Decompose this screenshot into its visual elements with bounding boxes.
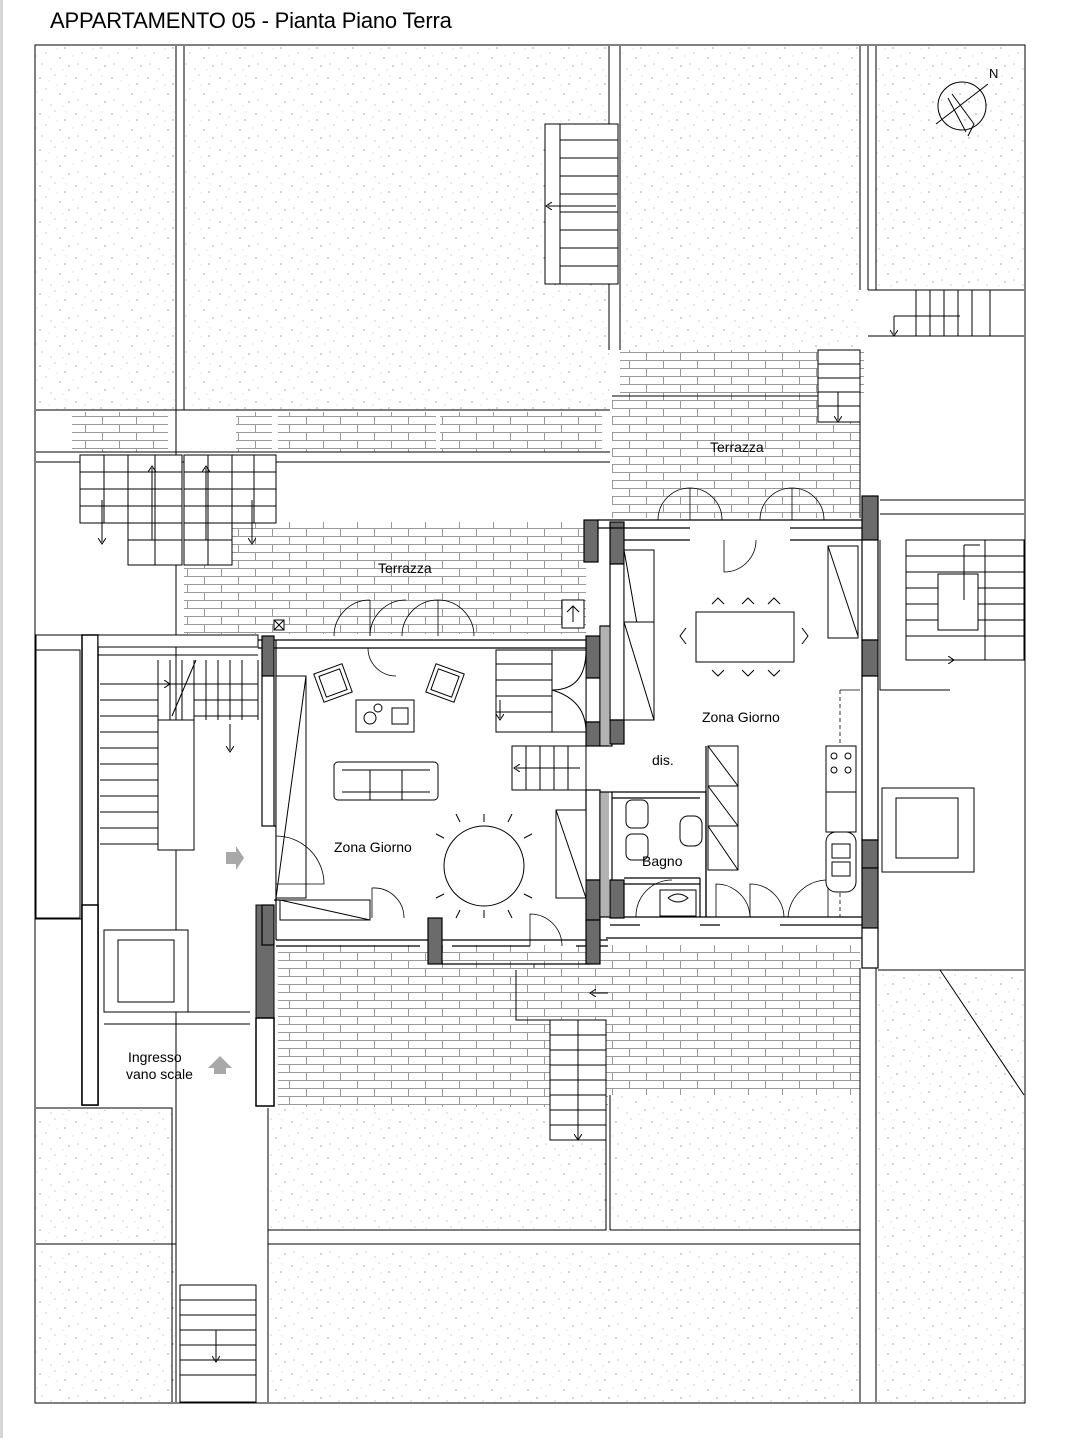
dining-table-right — [679, 597, 809, 677]
garden-areas — [36, 46, 1024, 1402]
north-arrow-icon — [935, 81, 989, 137]
label-disimpegno: dis. — [652, 752, 674, 768]
internal-stair — [495, 649, 587, 791]
label-ingresso: Ingresso — [128, 1049, 182, 1065]
label-terrazza-left: Terrazza — [378, 560, 432, 576]
label-zona-giorno-left: Zona Giorno — [334, 839, 412, 855]
label-zona-giorno-right: Zona Giorno — [702, 709, 780, 725]
entrance-arrows — [208, 846, 244, 1074]
stairwell — [35, 634, 275, 1107]
label-vano-scale: vano scale — [126, 1066, 193, 1082]
built-in-storage — [275, 545, 859, 921]
page-title: APPARTAMENTO 05 - Pianta Piano Terra — [50, 8, 452, 33]
living-furniture — [313, 663, 533, 919]
label-bagno: Bagno — [642, 853, 683, 869]
sheet-frame — [34, 44, 1026, 1404]
fixtures — [273, 599, 857, 917]
left-page-edge — [0, 0, 3, 1438]
elevator-right — [879, 499, 1024, 873]
north-label: N — [989, 66, 998, 81]
label-terrazza-right: Terrazza — [710, 439, 764, 455]
external-stairs — [79, 123, 1025, 1403]
boundary-lines — [36, 46, 1025, 1402]
